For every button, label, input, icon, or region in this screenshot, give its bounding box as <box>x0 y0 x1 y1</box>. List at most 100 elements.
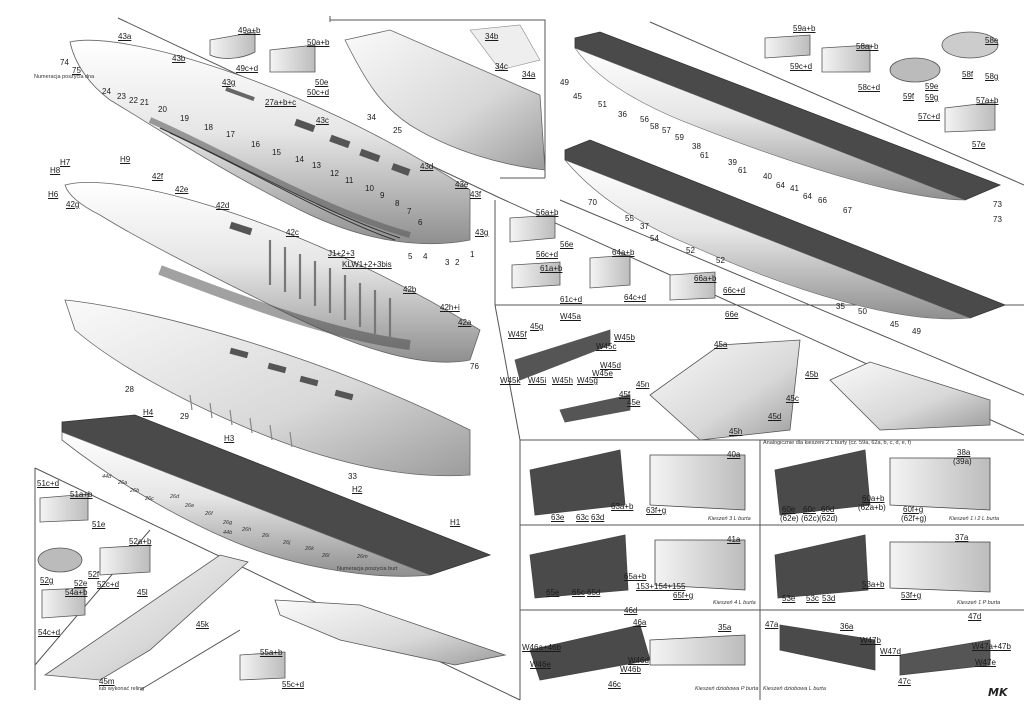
label-65fg: 65f+g <box>673 591 694 600</box>
hull-with-deck <box>61 414 492 577</box>
label-34a: 34a <box>522 70 536 79</box>
caption-pocket-4l: Kieszeń 4 L burta <box>713 600 756 606</box>
label-d41: 41 <box>790 184 799 193</box>
label-53fg: 53f+g <box>901 591 922 600</box>
label-45g: 45g <box>530 322 544 331</box>
label-55ab: 55a+b <box>260 648 283 657</box>
label-26l: 26l <box>322 553 330 559</box>
label-26j: 26j <box>283 540 291 546</box>
label-d38: 38 <box>692 142 701 151</box>
label-e55: 55 <box>625 214 634 223</box>
label-W45f: W45f <box>508 330 527 339</box>
label-37a: 37a <box>955 533 969 542</box>
label-59g: 59g <box>925 93 939 102</box>
label-18: 18 <box>204 123 213 132</box>
label-58f: 58f <box>962 70 974 79</box>
label-d61: 61 <box>700 151 709 160</box>
label-W45d: W45d <box>600 361 621 370</box>
label-15: 15 <box>272 148 281 157</box>
label-57e: 57e <box>972 140 986 149</box>
label-63d: 63d <box>591 513 605 522</box>
label-d66: 66 <box>818 196 827 205</box>
label-d64b: 64 <box>803 192 812 201</box>
label-60c: 60c <box>803 505 816 514</box>
label-43g-2: 43g <box>475 228 489 237</box>
label-50e: 50e <box>315 78 329 87</box>
label-42e: 42e <box>175 185 189 194</box>
label-42c: 42c <box>286 228 299 237</box>
label-43b: 43b <box>172 54 186 63</box>
label-45m: 45m <box>99 677 115 686</box>
label-59ab: 59a+b <box>793 24 816 33</box>
label-36a: 36a <box>840 622 854 631</box>
label-e52b: 52 <box>716 256 725 265</box>
label-e54: 54 <box>650 234 659 243</box>
label-5: 5 <box>408 252 413 261</box>
section-dividers <box>34 16 1024 701</box>
label-45f: 45f <box>619 390 631 399</box>
label-22: 22 <box>129 96 138 105</box>
label-62fg: (62f+g) <box>901 514 927 523</box>
stern-section <box>344 24 546 171</box>
label-28: 28 <box>125 385 134 394</box>
label-W46b: W46b <box>620 665 641 674</box>
label-45n: 45n <box>636 380 650 389</box>
label-d58: 58 <box>650 122 659 131</box>
label-W45e: W45e <box>592 369 613 378</box>
label-50ab: 50a+b <box>307 38 330 47</box>
lift-parts <box>43 554 507 681</box>
label-53d: 53d <box>822 594 836 603</box>
label-d39: 39 <box>728 158 737 167</box>
label-W45k: W45k <box>500 376 521 385</box>
caption-bow-p: Kieszeń dziobowa P burta <box>695 686 759 692</box>
label-43d: 43d <box>420 162 434 171</box>
label-39a: (39a) <box>953 457 972 466</box>
label-43f: 43f <box>470 190 482 199</box>
label-25: 25 <box>393 126 402 135</box>
label-59f: 59f <box>903 92 915 101</box>
label-40a: 40a <box>727 450 741 459</box>
label-W45a: W45a <box>560 312 581 321</box>
label-51ab: 51a+b <box>70 490 93 499</box>
label-57cd: 57c+d <box>918 112 941 121</box>
label-3: 3 <box>445 258 450 267</box>
caption-bow-l: Kieszeń dziobowa L burta <box>763 686 826 692</box>
label-d73: 73 <box>993 200 1002 209</box>
label-d49: 49 <box>560 78 569 87</box>
label-66cd: 66c+d <box>723 286 746 295</box>
label-43c: 43c <box>316 116 329 125</box>
label-62e: (62e) <box>780 514 799 523</box>
label-45d: 45d <box>768 412 782 421</box>
label-34: 34 <box>367 113 376 122</box>
label-44b: 44b <box>223 530 233 536</box>
label-47a: 47a <box>765 620 779 629</box>
label-45l: 45l <box>137 588 148 597</box>
label-75: 75 <box>72 66 81 75</box>
label-W45h: W45h <box>552 376 573 385</box>
label-d51: 51 <box>598 100 607 109</box>
label-64cd: 64c+d <box>624 293 647 302</box>
label-J123: J1+2+3 <box>328 249 355 258</box>
label-W46a: W46a+46b <box>522 643 561 652</box>
label-52f: 52f <box>88 570 100 579</box>
label-57ab: 57a+b <box>976 96 999 105</box>
label-52ab: 52a+b <box>129 537 152 546</box>
label-51e: 51e <box>92 520 106 529</box>
label-49ab: 49a+b <box>238 26 261 35</box>
caption-pocket-3l: Kieszeń 3 L burta <box>708 516 751 522</box>
label-34c: 34c <box>495 62 508 71</box>
label-26b: 26b <box>130 488 140 494</box>
label-59cd: 59c+d <box>790 62 813 71</box>
caption-pocket-1p: Kieszeń 1 P burta <box>957 600 1001 606</box>
label-54ab: 54a+b <box>65 588 88 597</box>
label-52e: 52e <box>74 579 88 588</box>
label-65d: 65d <box>587 588 601 597</box>
label-63fg: 63f+g <box>646 506 667 515</box>
label-16: 16 <box>251 140 260 149</box>
label-e49: 49 <box>912 327 921 336</box>
label-66e: 66e <box>725 310 739 319</box>
label-62c: (62c) <box>801 514 820 523</box>
label-47c: 47c <box>898 677 911 686</box>
label-17: 17 <box>226 130 235 139</box>
label-58g: 58g <box>985 72 999 81</box>
